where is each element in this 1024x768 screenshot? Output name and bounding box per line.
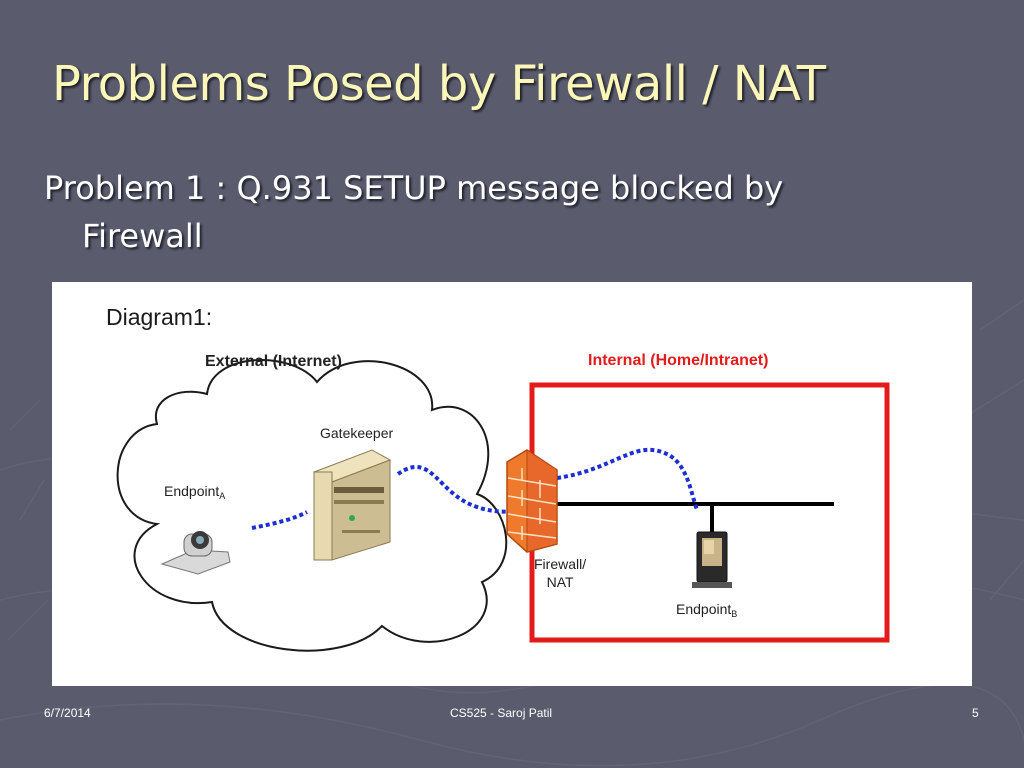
diagram-panel: Diagram1: External (Internet) Internal (… [52, 282, 972, 686]
internet-cloud [116, 359, 508, 652]
endpoint-b-subscript: B [731, 609, 738, 619]
signal-path-endpoint-a-to-gatekeeper [251, 510, 308, 530]
network-diagram [116, 359, 890, 652]
endpoint-b-label: EndpointB [676, 601, 737, 619]
endpoint-a-label-text: Endpoint [164, 483, 220, 499]
diagram-heading: Diagram1: [106, 304, 213, 330]
endpoint-a-subscript: A [219, 491, 226, 501]
endpoint-a-label: EndpointA [164, 483, 225, 501]
firewall-label: Firewall/ NAT [534, 555, 586, 591]
gatekeeper-server-icon [312, 449, 392, 561]
external-network-label: External (Internet) [205, 353, 342, 370]
firewall-label-line-2: NAT [546, 574, 574, 590]
endpoint-a-camera-icon [160, 531, 231, 575]
endpoint-b-label-text: Endpoint [676, 601, 732, 617]
signal-path-firewall-to-endpoint-b [556, 447, 699, 511]
footer-author: CS525 - Saroj Patil [450, 706, 553, 720]
firewall-brick-icon [506, 449, 558, 553]
footer-date: 6/7/2014 [44, 706, 91, 720]
bullet-text: Problem 1 : Q.931 SETUP message blocked … [44, 164, 904, 260]
firewall-label-line-1: Firewall/ [534, 556, 587, 572]
internal-network-label: Internal (Home/Intranet) [588, 352, 769, 369]
bullet-line-2: Firewall [82, 217, 203, 255]
bullet-line-1: Problem 1 : Q.931 SETUP message blocked … [44, 169, 784, 207]
footer-page-number: 5 [972, 706, 979, 720]
endpoint-b-terminal-icon [692, 531, 732, 588]
gatekeeper-label: Gatekeeper [320, 425, 394, 441]
slide-title: Problems Posed by Firewall / NAT [52, 56, 826, 112]
